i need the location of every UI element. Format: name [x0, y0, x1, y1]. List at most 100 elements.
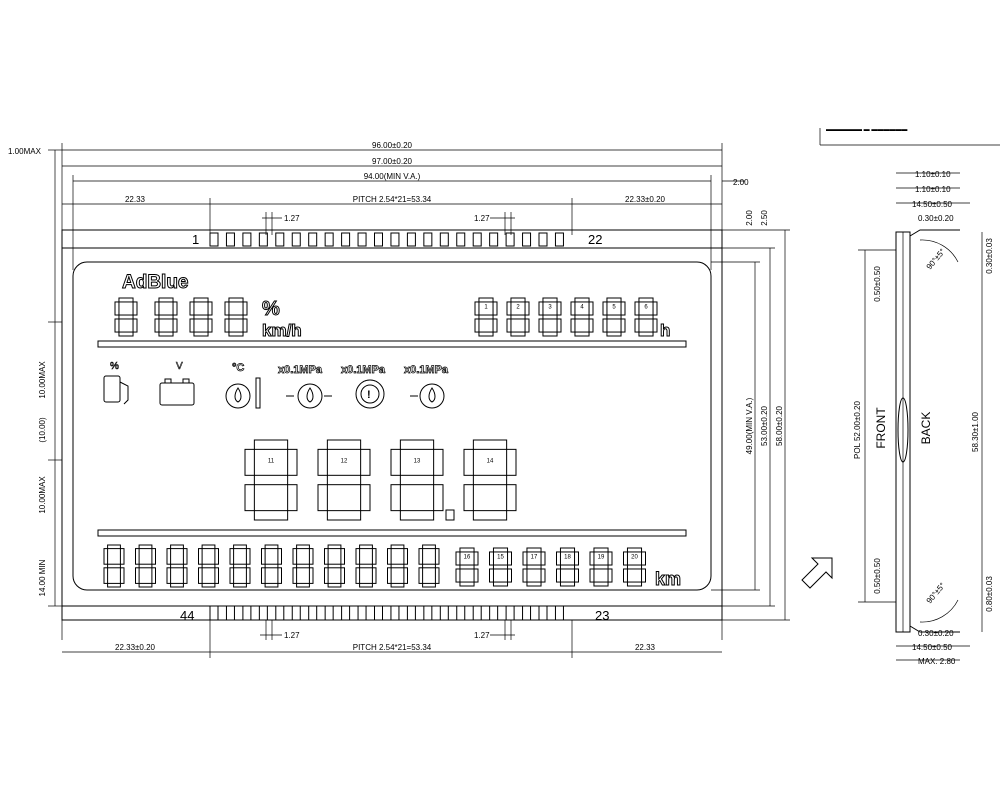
segment	[524, 318, 530, 333]
segment	[623, 551, 628, 566]
segment	[455, 551, 461, 566]
oil-pressure-icon: x0.1MPa	[278, 364, 332, 409]
angle-1: 90°±5°	[925, 247, 947, 271]
brake-pressure-icon: x0.1MPa !	[341, 364, 386, 409]
adblue-digit	[154, 297, 178, 337]
segment	[559, 547, 576, 553]
segment	[264, 563, 279, 569]
dim-left-10max-b: 10.00MAX	[38, 476, 47, 514]
segment	[355, 548, 361, 565]
side-d-pol: POL 52.00±0.20	[853, 400, 862, 458]
bottom-pin	[209, 605, 219, 621]
hour-digit: 5	[602, 297, 626, 337]
digit-index-label: 2	[516, 305, 520, 311]
segment	[641, 551, 646, 566]
segment	[253, 439, 289, 450]
alnum-digit	[292, 544, 314, 588]
side-d-5830: 58.30±1.00	[971, 411, 980, 452]
segment	[556, 301, 562, 316]
dim-bottom-left: 22.33±0.20	[115, 643, 156, 652]
odo-digit: 19	[589, 547, 613, 587]
side-d-080: 0.80±0.03	[985, 576, 994, 612]
brake-exclamation-icon: !	[367, 389, 371, 401]
segment	[214, 548, 219, 565]
segment	[229, 548, 235, 565]
segment	[228, 331, 244, 337]
segment	[524, 301, 530, 316]
segment	[244, 484, 255, 512]
digit-index-label: 6	[644, 305, 648, 311]
segment	[261, 548, 266, 565]
segment	[626, 581, 643, 587]
segment	[296, 544, 310, 550]
segment	[399, 439, 435, 450]
dim-bottom-right: 22.33	[635, 643, 656, 652]
segment	[359, 582, 373, 588]
segment	[556, 551, 561, 566]
top-pin	[374, 232, 383, 247]
bottom-pin	[291, 605, 301, 621]
pin-label-1: 1	[192, 232, 199, 247]
segment	[472, 510, 508, 521]
segment	[570, 318, 576, 333]
segment	[287, 448, 298, 476]
percent-label: %	[262, 298, 280, 320]
segment	[473, 551, 479, 566]
alnum-digits	[103, 544, 440, 588]
segment	[138, 544, 153, 550]
segment	[507, 568, 513, 583]
speed-digit: 13	[390, 439, 444, 521]
angle-2: 90°±5°	[925, 581, 947, 605]
segment	[360, 448, 371, 476]
side-d-1450b: 14.50±0.50	[912, 643, 953, 652]
segment	[620, 301, 626, 316]
segment	[118, 331, 134, 337]
segment	[233, 544, 247, 550]
odo-digit: 20	[623, 547, 646, 587]
top-pin	[390, 232, 400, 247]
segment	[574, 331, 590, 337]
segment	[193, 331, 209, 337]
segment	[201, 563, 216, 569]
digit-index-label: 15	[497, 555, 504, 561]
hour-digit: 2	[506, 297, 530, 337]
segment	[158, 314, 174, 320]
segment	[229, 567, 235, 584]
segment	[327, 544, 342, 550]
segment	[399, 474, 435, 486]
kmh-label: km/h	[262, 321, 302, 340]
segment	[626, 547, 643, 553]
bottom-pin	[538, 605, 548, 621]
top-pin	[522, 232, 532, 247]
segment	[359, 544, 373, 550]
side-d-110: 1.10±0.10	[915, 170, 951, 179]
segment	[478, 314, 494, 320]
back-label: BACK	[919, 412, 933, 445]
segment	[151, 567, 156, 584]
bottom-pin	[225, 605, 235, 621]
segment	[606, 297, 622, 303]
segment	[324, 567, 329, 584]
battery-icon: V	[159, 361, 195, 406]
hour-digit: 1	[474, 297, 498, 337]
segment	[540, 551, 546, 566]
segment	[399, 510, 435, 521]
top-pin	[258, 232, 268, 247]
odo-digit: 16	[455, 547, 479, 587]
segment	[151, 548, 156, 565]
segment	[542, 331, 558, 337]
dim-pin-width-bottom-left: 1.27	[284, 631, 300, 640]
segment	[189, 301, 195, 316]
alnum-digit	[261, 544, 282, 588]
segment	[542, 314, 558, 320]
segment	[264, 582, 279, 588]
top-pin	[357, 232, 367, 247]
segment	[118, 297, 134, 303]
top-pin	[341, 232, 351, 247]
segment	[387, 567, 392, 584]
orientation-arrow-icon	[801, 557, 833, 589]
segment	[589, 568, 595, 583]
segment	[522, 568, 528, 583]
segment	[626, 564, 643, 570]
bottom-pin	[472, 605, 482, 621]
